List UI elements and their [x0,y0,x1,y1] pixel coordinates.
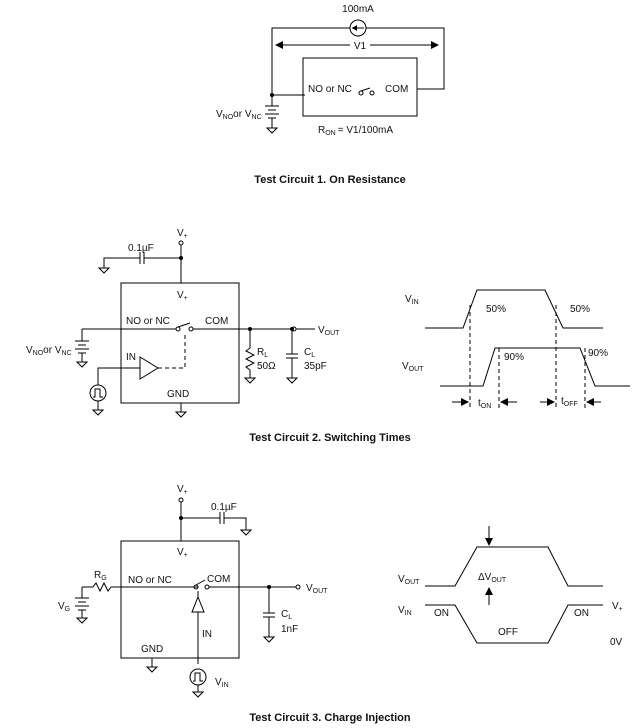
vplus-internal-label: V+ [177,547,188,559]
cl-value: 1nF [281,624,298,635]
load-resistor-symbol [243,329,257,384]
vin-off: OFF [498,627,518,638]
switch-com-label: COM [205,316,228,327]
switch-no-nc-label: NO or NC [128,575,172,586]
ground-symbol [174,411,188,418]
voltage-source-symbol [265,95,279,134]
vin-source-label: VIN [215,677,229,689]
device-box [120,282,240,404]
vout-label: VOUT [306,583,328,595]
device-box [302,57,418,117]
vout-waveform [425,546,603,587]
toff-label: tOFF [561,396,578,408]
vplus-terminal [178,240,184,246]
vin-on-right: ON [574,608,589,619]
vout-label: VOUT [398,574,420,586]
control-dashed-link [158,334,186,369]
driver-buffer-symbol [191,595,205,613]
loop-wires [271,27,445,96]
rl-value: 50Ω [257,361,276,372]
caption-2: Test Circuit 2. Switching Times [249,432,411,444]
v1-arrow [275,40,439,50]
zero-v-label: 0V [610,637,623,648]
vout-terminal [295,584,301,590]
device-box [120,540,240,659]
vin-label: VIN [405,294,419,306]
source-label: VNOor VNC [216,109,262,121]
load-capacitor-symbol [262,587,276,643]
source-label: VNOor VNC [26,345,72,357]
switch-no-nc-label: NO or NC [308,84,352,95]
in-wire [97,367,140,385]
load-capacitor-symbol [285,329,299,384]
rl-label: RL [257,347,268,359]
voltage-source-symbol [75,329,89,368]
vout-waveform [440,347,630,387]
v1-label: V1 [354,41,367,52]
gate-resistor-symbol [82,581,198,593]
caption-1: Test Circuit 1. On Resistance [254,174,405,186]
delta-vout-label: ΔVOUT [478,572,507,584]
vout-90-right: 90% [588,348,608,359]
test-circuit-1: 100mA V1 NO or NC COM [216,4,445,186]
vin-waveform [425,604,603,644]
pulse-source-symbol [89,384,107,416]
ground-symbol [145,666,159,673]
ron-formula: RON= V1/100mA [318,125,393,137]
gate-voltage-source-symbol [75,587,89,624]
vin-label: VIN [398,605,412,617]
vout-90-left: 90% [504,352,524,363]
vplus-internal-label: V+ [177,290,188,302]
in-label: IN [202,629,212,640]
gnd-label: GND [141,644,163,655]
switching-timing-diagram: VIN 50% 50% VOUT 90% 90% tON tOFF [402,289,630,410]
switch-no-nc-label: NO or NC [126,316,170,327]
cl-label: CL [281,609,292,621]
vplus-top-label: V+ [177,484,188,496]
test-circuit-3: V+ 0.1µF V+ RG NO or NC COM VOUT [58,484,623,724]
vout-label: VOUT [402,361,424,373]
vin-on-left: ON [434,608,449,619]
cl-label: CL [304,347,315,359]
pulse-source-symbol [189,668,207,698]
bypass-cap-label: 0.1µF [211,502,237,513]
current-source-symbol [349,19,367,37]
vin-waveform [425,289,603,329]
vout-label: VOUT [318,325,340,337]
rg-label: RG [94,570,107,582]
bypass-capacitor-symbol [181,512,253,536]
test-circuit-2: V+ 0.1µF V+ NO or NC COM VOUT [26,228,630,444]
bypass-cap-label: 0.1µF [128,243,154,254]
ton-label: tON [478,398,491,410]
vg-label: VG [58,601,70,613]
in-label: IN [126,352,136,363]
charge-injection-timing-diagram: VOUT ΔVOUT VIN ON OFF ON V+ 0V [398,526,623,648]
switch-com-label: COM [385,84,408,95]
current-source-label: 100mA [342,4,374,15]
vplus-top-label: V+ [177,228,188,240]
vplus-terminal [178,497,184,503]
switch-com-label: COM [207,574,230,585]
vin-50-left: 50% [486,304,506,315]
caption-3: Test Circuit 3. Charge Injection [249,712,410,724]
bypass-capacitor-symbol [97,252,181,274]
vplus-level-label: V+ [612,601,623,613]
cl-value: 35pF [304,361,327,372]
switch-symbol [175,322,194,332]
junction-dot [290,327,294,331]
driver-buffer-symbol [139,356,159,380]
switch-symbol [358,87,375,96]
gnd-label: GND [167,389,189,400]
vin-50-right: 50% [570,304,590,315]
